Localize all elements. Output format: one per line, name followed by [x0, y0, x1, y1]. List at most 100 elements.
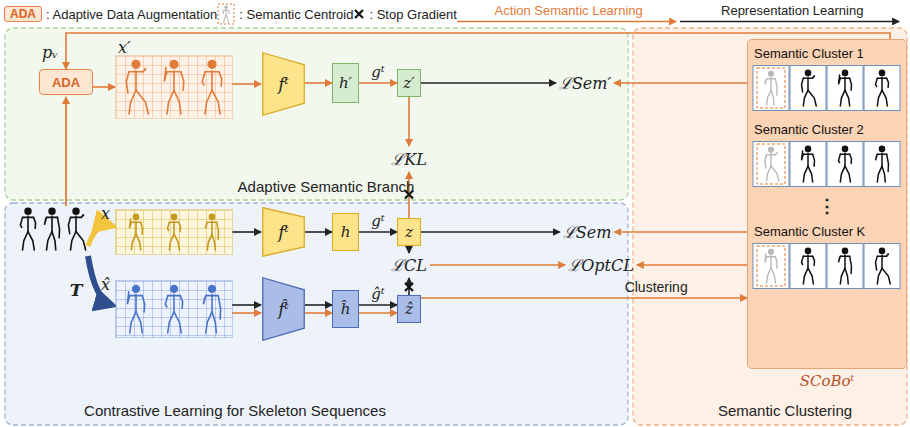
green-region: [5, 28, 628, 200]
flow-connector: [232, 231, 261, 233]
head: [209, 214, 214, 219]
leg: [226, 16, 229, 23]
node-label: ĥ: [341, 300, 351, 318]
semantic-flow-track: [305, 312, 332, 314]
spine: [135, 221, 137, 234]
trap-node: fᵗ: [262, 207, 305, 257]
skeleton-figure: [839, 70, 852, 106]
legend-item: : Stop Gradient: [353, 7, 456, 22]
loss-arrow: [408, 245, 410, 253]
arm: [44, 217, 46, 224]
box-node: ẑ: [398, 296, 420, 322]
cluster-members: [752, 141, 902, 187]
arm: [206, 222, 208, 228]
shoulders: [167, 71, 181, 73]
head: [171, 214, 176, 219]
spine: [51, 216, 53, 231]
arm: [218, 296, 220, 319]
shoulders: [130, 295, 142, 297]
legend-item: Action Semantic Learning: [457, 3, 681, 25]
node-label: fᵗ: [278, 74, 288, 94]
skeleton-figure: [223, 6, 229, 23]
leg: [129, 90, 136, 114]
head: [769, 147, 774, 152]
skeleton-figure: [802, 146, 815, 182]
arm: [813, 75, 815, 78]
node-label: z′: [403, 74, 414, 92]
centroid-dash: [218, 4, 234, 24]
shoulders: [207, 221, 216, 223]
shoulders: [803, 77, 812, 79]
skeleton-figure: [68, 208, 85, 250]
arrow-line: [457, 21, 676, 23]
leg: [71, 232, 76, 250]
spine: [211, 221, 213, 234]
semantic-centroid-box: [757, 68, 785, 108]
shoulders: [767, 154, 776, 155]
loss-arrow: [420, 231, 560, 233]
head: [842, 146, 847, 151]
arm: [202, 72, 205, 85]
spine: [211, 295, 213, 312]
spine: [770, 78, 771, 90]
leg: [845, 268, 848, 284]
arm: [68, 217, 70, 233]
flow-connector: [358, 231, 397, 233]
node-label: f̂ᵗ: [278, 299, 288, 319]
node-label: Semantic Cluster K: [754, 224, 865, 239]
trapezoid-outline: [263, 208, 305, 257]
arm: [180, 296, 182, 309]
math-label: ℒCL: [391, 254, 427, 276]
region-panel: Adaptive Semantic BranchADAx′fᵗh′z′: [5, 28, 628, 200]
leg: [767, 90, 771, 105]
flow-connector: [232, 83, 261, 85]
ellipsis-mark: ⋮: [818, 195, 836, 217]
leg: [169, 234, 174, 250]
head: [133, 285, 140, 292]
loss-arrow: [614, 82, 748, 84]
spine: [844, 255, 846, 268]
head: [208, 61, 216, 69]
skeleton-figure: [202, 61, 221, 114]
arm: [839, 154, 841, 162]
shoulders: [131, 221, 140, 223]
flow-connector: [92, 86, 115, 88]
head: [879, 146, 884, 151]
arm: [839, 256, 841, 262]
arm: [775, 152, 777, 155]
spine: [881, 77, 883, 90]
head: [842, 70, 847, 75]
semantic-centroid-box: [757, 144, 785, 184]
shoulders: [840, 77, 849, 79]
leg: [882, 90, 887, 106]
box-node: h: [333, 214, 358, 250]
leg: [23, 232, 28, 250]
leg: [808, 90, 816, 106]
flow-connector: [232, 304, 261, 306]
arm: [81, 214, 83, 217]
spine: [173, 71, 175, 90]
math-label: ℒSem: [563, 221, 612, 243]
skeleton-figure: [164, 61, 183, 114]
shoulders: [129, 71, 143, 73]
arm: [802, 78, 804, 92]
spine: [881, 153, 883, 166]
arm: [217, 222, 219, 239]
shoulders: [767, 78, 776, 79]
leg: [136, 234, 141, 250]
leg: [206, 312, 212, 333]
region-title: Semantic Clustering: [718, 402, 852, 419]
arm: [802, 256, 804, 264]
arm: [181, 72, 184, 90]
node-label: ADA: [52, 75, 80, 90]
semantic-flow-track: [358, 312, 397, 314]
arm: [57, 217, 59, 237]
edge-label: gᵗ: [371, 212, 384, 230]
leg: [877, 90, 882, 106]
shoulders: [47, 217, 58, 219]
cluster-node: Semantic Cluster 1: [752, 46, 902, 112]
leg: [771, 166, 779, 181]
node-label: Semantic Cluster 2: [754, 122, 864, 137]
arrow-sample: [680, 18, 904, 25]
legend-text: Action Semantic Learning: [457, 3, 681, 18]
